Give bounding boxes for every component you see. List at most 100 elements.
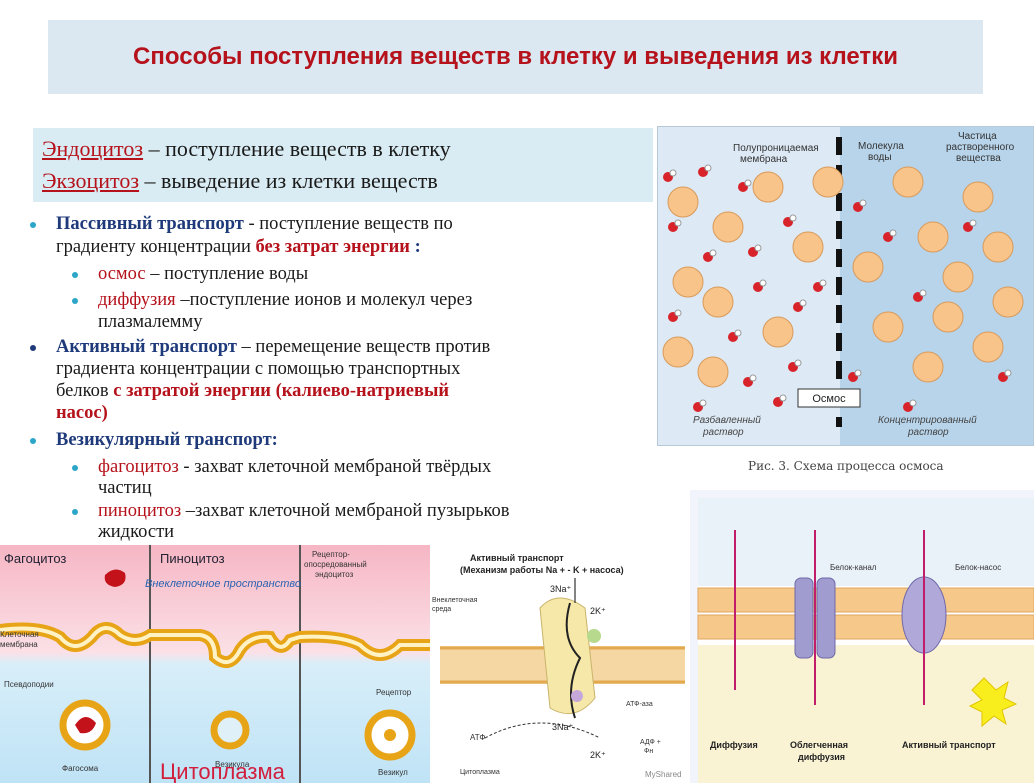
water-hydrogen <box>859 199 867 207</box>
diffusion-item: диффузия –поступление ионов и молекул че… <box>98 290 738 311</box>
water-hydrogen <box>889 229 897 237</box>
water-hydrogen <box>799 299 807 307</box>
phagosome-label: Фагосома <box>62 764 99 773</box>
diffusion-caption: Диффузия <box>710 740 758 750</box>
passive-transport-line1: Пассивный транспорт - поступление вещест… <box>56 214 696 235</box>
vesicle-label: Везикула <box>215 760 250 769</box>
bullet-dot <box>72 509 78 515</box>
definition-text: – выведение из клетки веществ <box>139 168 438 193</box>
active-transport-line3: белков с затратой энергии (калиево-натри… <box>56 381 696 402</box>
phagocytosis-term: фагоцитоз <box>98 457 179 477</box>
active-transport-text3: белков <box>56 381 114 401</box>
water-label-2: воды <box>868 152 892 163</box>
definition-endocytosis: Эндоцитоз – поступление веществ в клетку <box>42 136 451 162</box>
channel-protein-label: Белок-канал <box>830 563 877 572</box>
phagocytosis-text: - захват клеточной мембраной твёрдых <box>178 457 492 477</box>
solute-particle <box>852 251 884 283</box>
solute-particle <box>972 331 1004 363</box>
particle-label-3: вещества <box>956 153 1001 164</box>
pinocytosis-label: Пиноцитоз <box>160 551 225 566</box>
passive-transport-heading: Пассивный транспорт <box>56 214 244 234</box>
phagocytosis-text2: частиц <box>98 478 152 498</box>
water-hydrogen <box>819 279 827 287</box>
diffusion-text: –поступление ионов и молекул через <box>175 290 473 310</box>
water-hydrogen <box>749 374 757 382</box>
vesicle-label-2: Везикул <box>378 768 408 777</box>
pump-cytoplasm-label: Цитоплазма <box>460 769 500 776</box>
definition-exocytosis: Экзоцитоз – выведение из клетки веществ <box>42 168 438 194</box>
water-hydrogen <box>709 249 717 257</box>
solute-particle <box>712 211 744 243</box>
active-transport-line2: градиента концентрации с помощью транспо… <box>56 359 461 379</box>
endocytosis-diagram: Фагоцитоз Пиноцитоз Внеклеточное простра… <box>0 545 430 783</box>
na-in-label: 3Na⁺ <box>552 722 574 732</box>
water-hydrogen <box>699 399 707 407</box>
dilute-label: Разбавленный <box>693 414 761 426</box>
extracellular-label: Внеклеточное пространство <box>145 578 301 590</box>
water-hydrogen <box>759 279 767 287</box>
conc-label: Концентрированный <box>878 415 977 426</box>
membrane-transport-types-diagram: Белок-канал Белок-насос Диффузия Облегче… <box>690 490 1034 783</box>
solute-particle <box>917 221 949 253</box>
cytoplasm-label: Цитоплазма <box>160 759 286 783</box>
passive-transport-text: - поступление веществ по <box>243 214 453 234</box>
water-hydrogen <box>909 399 917 407</box>
water-hydrogen <box>779 394 787 402</box>
atp-label: АТФ <box>470 733 485 742</box>
osmosis-caption: Рис. 3. Схема процесса осмоса <box>748 459 944 473</box>
water-label: Молекула <box>858 141 904 152</box>
k-out-label: 2K⁺ <box>590 750 606 760</box>
solute-particle <box>762 316 794 348</box>
atpase-label: АТФ-аза <box>626 701 653 708</box>
water-hydrogen <box>969 219 977 227</box>
water-hydrogen <box>1004 369 1012 377</box>
water-hydrogen <box>794 359 802 367</box>
receptor-endocytosis-label-3: эндоцитоз <box>315 570 354 579</box>
dilute-label-2: раствор <box>702 427 744 438</box>
facilitated-caption-2: диффузия <box>798 752 845 762</box>
water-hydrogen <box>704 164 712 172</box>
pinocytosis-text: –захват клеточной мембраной пузырьков <box>181 501 510 521</box>
solute-particle <box>912 351 944 383</box>
sodium-potassium-pump-diagram: Активный транспорт (Механизм работы Na +… <box>430 548 692 783</box>
active-emphasis: с затратой энергии (калиево-натриевый <box>113 381 450 401</box>
active-transport-line1: Активный транспорт – перемещение веществ… <box>56 337 696 358</box>
pump-protein-label: Белок-насос <box>955 563 1001 572</box>
solute-particle <box>702 286 734 318</box>
osmosis-text: – поступление воды <box>145 264 309 284</box>
solute-particle <box>672 266 704 298</box>
solute-particle <box>992 286 1024 318</box>
facilitated-caption: Облегченная <box>790 740 848 750</box>
title-banner: Способы поступления веществ в клетку и в… <box>48 20 983 94</box>
bullet-dot <box>72 272 78 278</box>
receptor-endocytosis-label: Рецептор- <box>312 550 350 559</box>
watermark: MyShared <box>645 770 681 779</box>
k-in-label: 2K⁺ <box>590 606 606 616</box>
bullet-dot <box>72 298 78 304</box>
solute-particle <box>872 311 904 343</box>
active-caption: Активный транспорт <box>902 740 996 750</box>
water-hydrogen <box>754 244 762 252</box>
conc-label-2: раствор <box>907 427 949 438</box>
solute-particle <box>982 231 1014 263</box>
pump-extracell-label-2: среда <box>432 606 451 613</box>
passive-transport-line2: градиенту концентрации без затрат энерги… <box>56 237 696 258</box>
cell-membrane-label-2: мембрана <box>0 640 38 649</box>
solute-particle <box>812 166 844 198</box>
water-hydrogen <box>789 214 797 222</box>
solute-particle <box>792 231 824 263</box>
passive-emphasis: без затрат энергии <box>255 237 410 257</box>
particle-label-2: растворенного <box>946 142 1015 153</box>
water-hydrogen <box>734 329 742 337</box>
active-emphasis2: насос) <box>56 403 108 423</box>
cell-membrane-label: Клеточная <box>0 630 39 639</box>
pinocytosis-text2: жидкости <box>98 522 175 542</box>
bullet-dot <box>30 222 36 228</box>
osmosis-term: осмос <box>98 264 146 284</box>
water-hydrogen <box>674 219 682 227</box>
page-title: Способы поступления веществ в клетку и в… <box>133 43 898 70</box>
pseudopodia-label: Псевдоподии <box>4 680 54 689</box>
bullet-dot <box>72 465 78 471</box>
solute-particle <box>752 171 784 203</box>
solute-particle <box>892 166 924 198</box>
